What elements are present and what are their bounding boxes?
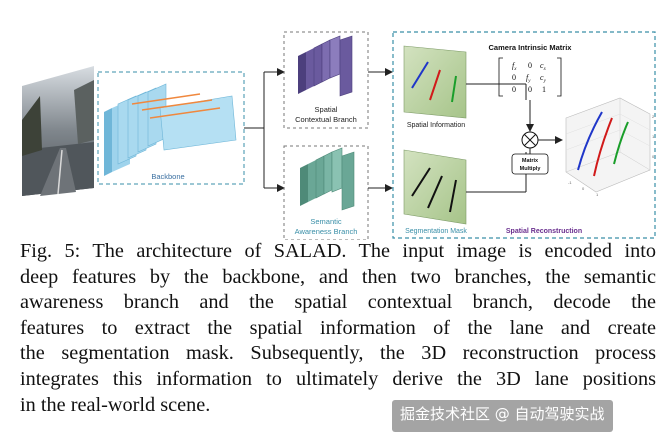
caption-line: awareness branch and the spatial context… <box>20 291 656 314</box>
spatial-branch-box <box>283 31 369 129</box>
svg-text:0: 0 <box>652 154 655 159</box>
input-road-image <box>22 66 94 196</box>
segmentation-mask-panel <box>403 149 467 225</box>
backbone-label: Backbone <box>151 172 184 181</box>
backbone-blocks <box>104 83 237 176</box>
camera-matrix-title: Camera Intrinsic Matrix <box>489 43 573 52</box>
svg-text:0: 0 <box>512 73 516 82</box>
multiply-operator-icon <box>521 131 539 149</box>
semantic-branch-box <box>283 145 369 240</box>
caption-line: deep features by the backbone, and then … <box>20 265 656 288</box>
matrix-multiply-label-2: Multiply <box>520 166 542 172</box>
matrix-multiply-box <box>511 153 549 175</box>
reconstruction-box <box>392 31 656 239</box>
caption-line: the segmentation mask. Subsequently, the… <box>20 342 656 365</box>
svg-text:-1: -1 <box>568 180 572 185</box>
spatial-branch-label-1: Spatial <box>315 105 338 114</box>
matrix-multiply-label-1: Matrix <box>522 158 539 164</box>
3d-lane-plot: -1 0 1 2 1 0 <box>565 97 655 197</box>
caption-line: features to extract the spatial informat… <box>20 316 656 339</box>
svg-text:0: 0 <box>512 85 516 94</box>
svg-text:1: 1 <box>542 85 546 94</box>
svg-text:fy: fy <box>526 73 531 84</box>
segmentation-mask-label: Segmentation Mask <box>405 228 467 235</box>
svg-text:cx: cx <box>540 61 547 72</box>
svg-text:1: 1 <box>596 192 599 197</box>
semantic-branch-label-2: Awareness Branch <box>295 227 358 236</box>
svg-text:0: 0 <box>528 85 532 94</box>
svg-text:0: 0 <box>582 186 585 191</box>
watermark: 掘金技术社区 @ 自动驾驶实战 <box>392 400 613 432</box>
spatial-branch-blocks <box>298 35 353 97</box>
svg-text:1: 1 <box>652 134 655 139</box>
backbone-box <box>97 71 245 185</box>
camera-matrix: fx 0 cx 0 fy cy 0 0 1 <box>498 57 562 97</box>
caption-line: Fig. 5: The architecture of SALAD. The i… <box>20 240 656 262</box>
caption-line: integrates this information to ultimatel… <box>20 367 656 390</box>
spatial-information-label: Spatial Information <box>407 122 465 129</box>
svg-text:cy: cy <box>540 73 547 84</box>
semantic-branch-blocks <box>300 147 355 211</box>
semantic-branch-label-1: Semantic <box>310 217 342 226</box>
spatial-branch-label-2: Contextual Branch <box>295 115 357 124</box>
spatial-reconstruction-label: Spatial Reconstruction <box>506 228 582 235</box>
svg-text:2: 2 <box>652 114 655 119</box>
figure-caption: Fig. 5: The architecture of SALAD. The i… <box>20 239 656 418</box>
svg-text:0: 0 <box>528 61 532 70</box>
caption-line: in the real-world scene. <box>20 393 211 416</box>
spatial-information-panel <box>403 45 467 119</box>
architecture-figure: Backbone Spatial Contextual Branch Seman… <box>22 31 656 240</box>
svg-text:fx: fx <box>512 61 517 72</box>
